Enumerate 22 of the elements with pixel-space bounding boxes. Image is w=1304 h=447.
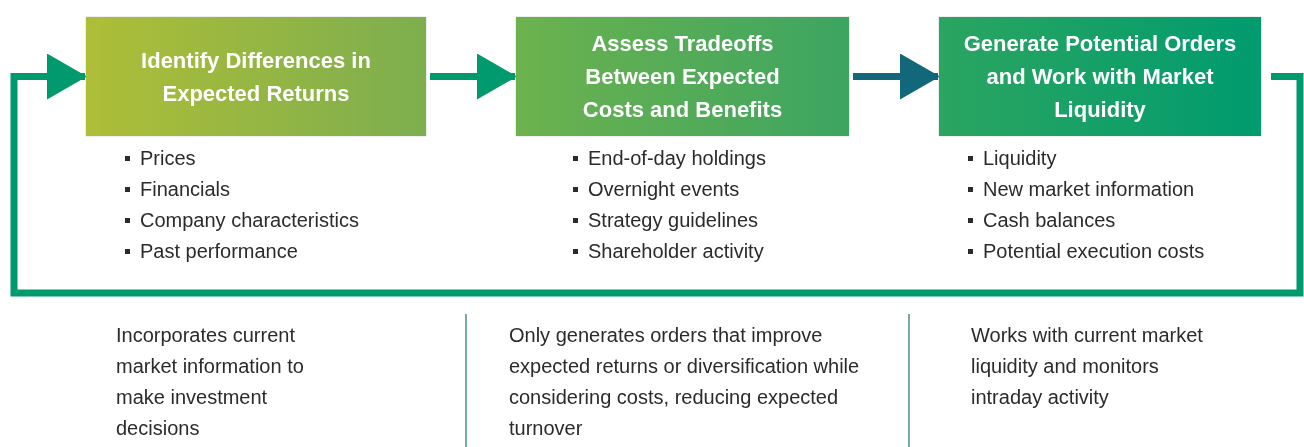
bullet-item: Past performance bbox=[125, 236, 359, 267]
bullet-item: Financials bbox=[125, 174, 359, 205]
process-box bbox=[516, 17, 849, 136]
description-text: Only generates orders that improve expected returns or diversification while considering costs, reducing expected turnover bbox=[509, 323, 861, 441]
process-box bbox=[939, 17, 1261, 136]
bullet-item: Cash balances bbox=[968, 205, 1205, 236]
bullet-item: Strategy guidelines bbox=[573, 205, 766, 236]
bullet-item: Overnight events bbox=[573, 174, 766, 205]
step-title: Identify Differences in Expected Returns bbox=[140, 46, 372, 108]
bullet-item: Company characteristics bbox=[125, 205, 359, 236]
step-title: Assess Tradeoffs Between Expected Costs and Benefits bbox=[581, 30, 784, 124]
step-title: Generate Potential Orders and Work with Market Liquidity bbox=[962, 30, 1238, 124]
bullet-item: End-of-day holdings bbox=[573, 143, 766, 174]
arrow bbox=[10, 53, 1304, 297]
bullet-item: Liquidity bbox=[968, 143, 1205, 174]
bullet-item: New market information bbox=[968, 174, 1205, 205]
process-box bbox=[86, 17, 426, 136]
bullet-item: Prices bbox=[125, 143, 359, 174]
bullet-item: Shareholder activity bbox=[573, 236, 766, 267]
description-text: Incorporates current market information to make investment decisions bbox=[116, 323, 305, 441]
description-text: Works with current market liquidity and monitors intraday activity bbox=[971, 323, 1204, 410]
bullet-item: Potential execution costs bbox=[968, 236, 1205, 267]
